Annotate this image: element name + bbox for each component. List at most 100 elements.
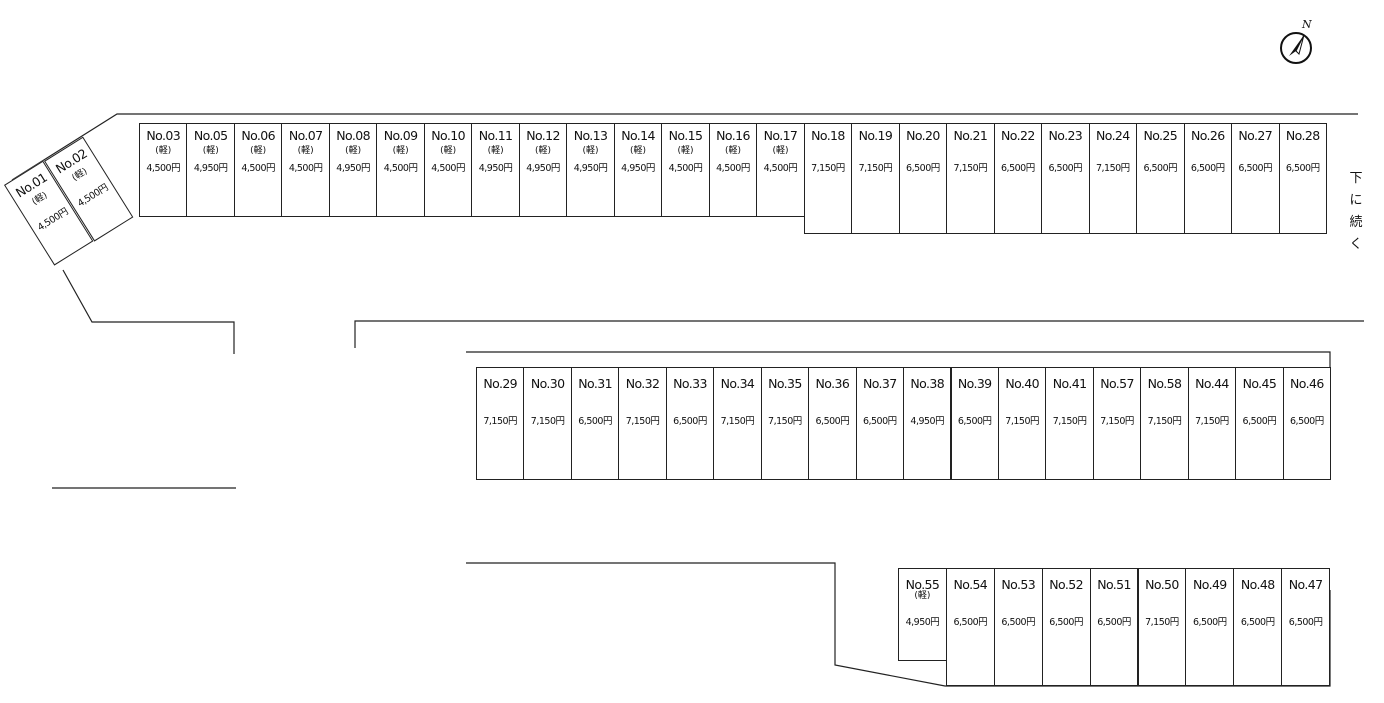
- parking-stall[interactable]: No.13(軽)4,950円: [566, 123, 615, 217]
- stall-price: 7,150円: [811, 163, 845, 174]
- stall-price: 7,150円: [858, 163, 893, 174]
- stall-number: No.53: [1001, 577, 1036, 592]
- parking-stall[interactable]: No.51 6,500円: [1089, 568, 1139, 686]
- stall-price: 7,150円: [1052, 416, 1087, 427]
- stall-price: 4,500円: [716, 163, 750, 174]
- parking-stall[interactable]: No.15(軽)4,500円: [661, 123, 710, 217]
- parking-stall[interactable]: No.19 7,150円: [851, 123, 900, 234]
- stall-price: 4,950円: [573, 163, 608, 174]
- parking-stall[interactable]: No.08(軽)4,950円: [328, 123, 378, 217]
- stall-number: No.44: [1195, 376, 1229, 391]
- parking-stall[interactable]: No.03(軽)4,500円: [139, 123, 188, 217]
- stall-number: No.54: [953, 577, 988, 592]
- stall-number: No.34: [720, 376, 755, 391]
- stall-price: 4,500円: [668, 163, 703, 174]
- stall-price: 6,500円: [1240, 617, 1275, 628]
- parking-stall[interactable]: No.05(軽)4,950円: [186, 123, 235, 217]
- stall-price: 4,950円: [905, 617, 940, 628]
- stall-number: No.30: [530, 376, 565, 391]
- stall-number: No.29: [483, 376, 518, 391]
- kei-mark: (軽): [440, 146, 457, 156]
- stall-price: 4,500円: [383, 163, 418, 174]
- parking-stall[interactable]: No.57 7,150円: [1092, 367, 1142, 480]
- parking-stall[interactable]: No.45 6,500円: [1235, 367, 1284, 480]
- kei-mark: (軽): [155, 146, 172, 156]
- stall-number: No.09: [383, 128, 418, 143]
- parking-stall[interactable]: No.54 6,500円: [945, 568, 995, 686]
- stall-number: No.28: [1285, 128, 1320, 143]
- stall-price: 7,150円: [1100, 416, 1134, 427]
- stall-price: 6,500円: [578, 416, 612, 427]
- kei-mark: (軽): [202, 146, 219, 156]
- stall-price: 6,500円: [1288, 617, 1323, 628]
- parking-stall[interactable]: No.09(軽)4,500円: [376, 123, 425, 217]
- parking-stall[interactable]: No.07(軽)4,500円: [281, 123, 330, 217]
- stall-number: No.50: [1145, 577, 1179, 592]
- stall-price: 6,500円: [906, 163, 940, 174]
- stall-number: No.19: [858, 128, 893, 143]
- parking-stall[interactable]: No.12(軽)4,950円: [518, 123, 568, 217]
- stall-number: No.57: [1100, 376, 1134, 391]
- stall-number: No.45: [1242, 376, 1277, 391]
- parking-stall[interactable]: No.40 7,150円: [997, 367, 1047, 480]
- stall-price: 7,150円: [625, 416, 660, 427]
- stall-number: No.40: [1005, 376, 1039, 391]
- stall-price: 6,500円: [1242, 416, 1277, 427]
- stall-price: 6,500円: [1049, 617, 1083, 628]
- kei-mark: (軽): [630, 146, 647, 156]
- parking-stall[interactable]: No.06(軽)4,500円: [233, 123, 283, 217]
- parking-stall[interactable]: No.10(軽)4,500円: [423, 123, 473, 217]
- stall-number: No.07: [288, 128, 323, 143]
- stall-number: No.17: [763, 128, 798, 143]
- kei-mark: (軽): [582, 146, 599, 156]
- stall-number: No.51: [1097, 577, 1131, 592]
- stall-price: 4,500円: [241, 163, 276, 174]
- stall-number: No.25: [1143, 128, 1178, 143]
- stall-price: 7,150円: [1005, 416, 1039, 427]
- parking-stall[interactable]: No.16(軽)4,500円: [708, 123, 758, 217]
- parking-stall[interactable]: No.14(軽)4,950円: [613, 123, 663, 217]
- stall-number: No.55: [905, 577, 940, 592]
- stall-number: No.32: [625, 376, 660, 391]
- parking-stall[interactable]: No.32 7,150円: [618, 367, 667, 480]
- parking-stall[interactable]: No.55(軽)4,950円: [898, 568, 947, 661]
- stall-price: 4,950円: [193, 163, 228, 174]
- stall-price: 6,500円: [1097, 617, 1131, 628]
- stall-price: 7,150円: [953, 163, 988, 174]
- stall-price: 4,950円: [336, 163, 370, 174]
- parking-stall[interactable]: No.17(軽)4,500円: [756, 123, 805, 217]
- kei-mark: (軽): [345, 146, 362, 156]
- stall-price: 6,500円: [953, 617, 988, 628]
- parking-stall[interactable]: No.11(軽)4,950円: [471, 123, 520, 217]
